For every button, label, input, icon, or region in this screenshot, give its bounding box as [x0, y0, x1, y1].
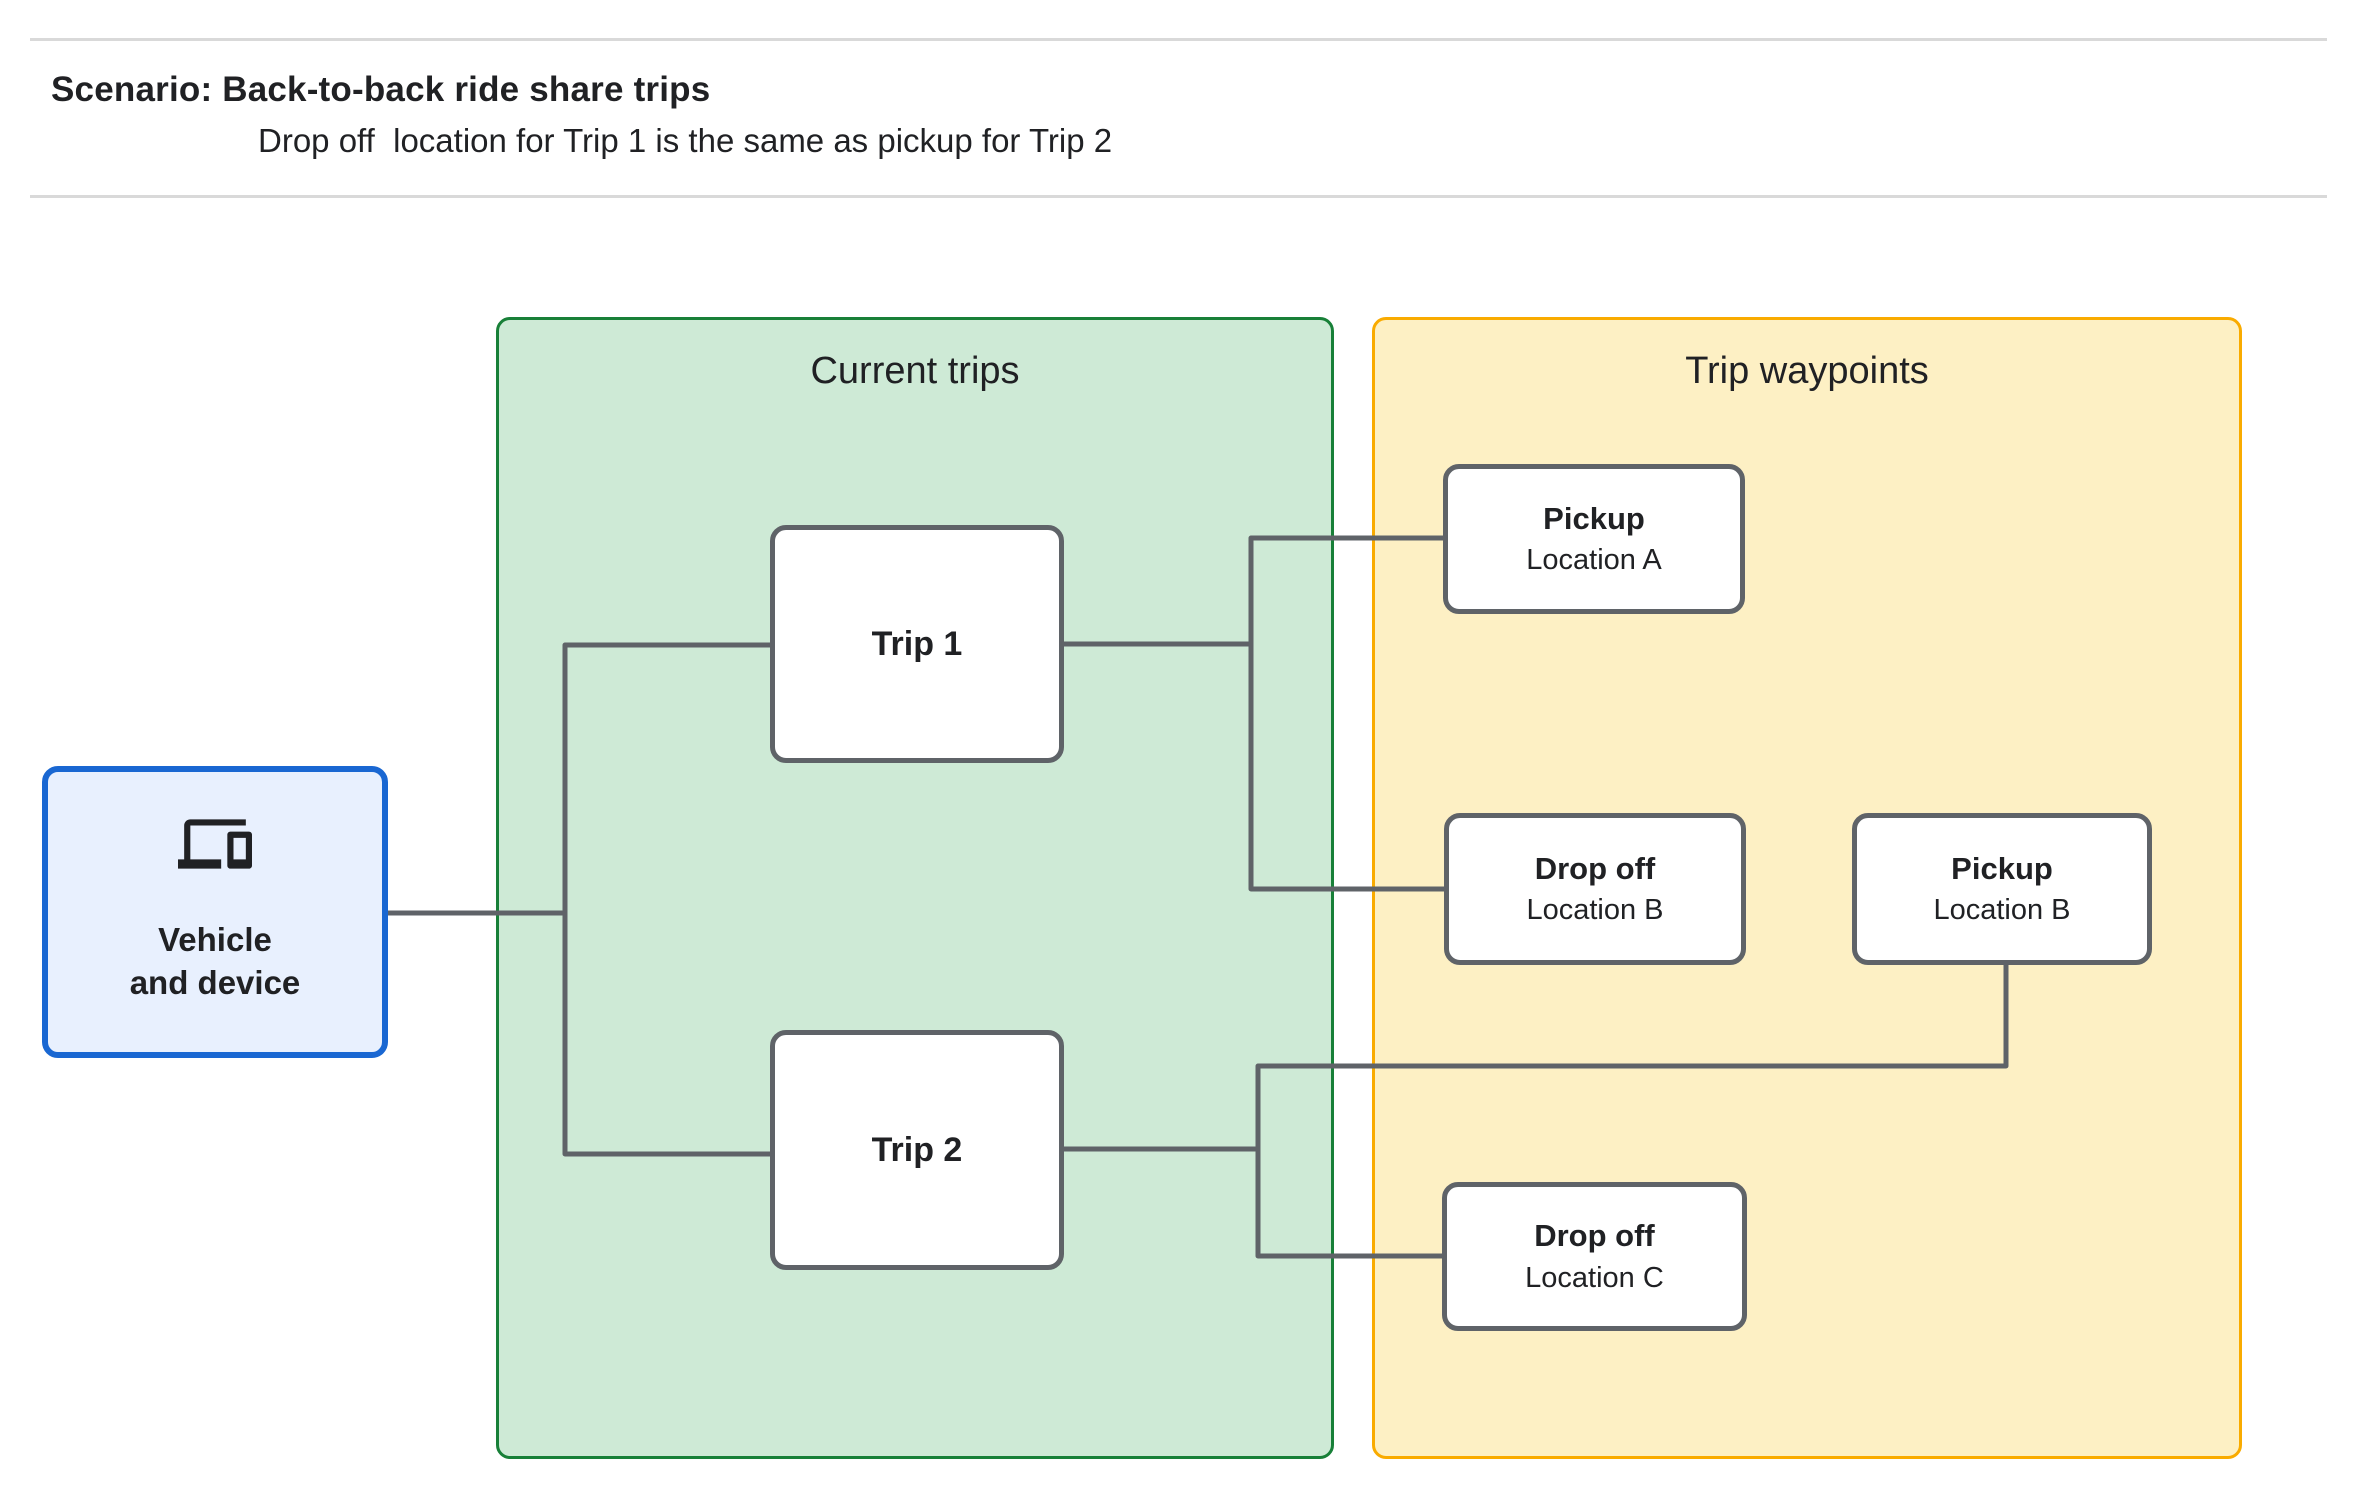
top-divider [30, 38, 2327, 41]
waypoint-location: Location A [1526, 544, 1662, 577]
waypoint-title: Drop off [1534, 850, 1656, 886]
header-divider [30, 195, 2327, 198]
trip-1-label: Trip 1 [871, 624, 963, 663]
page-subtitle: Drop off location for Trip 1 is the same… [258, 122, 1113, 159]
vehicle-label-line2: and device [129, 964, 301, 1001]
connector-trip1-to-waypoints [1064, 535, 1444, 892]
waypoint-title: Pickup [1543, 500, 1645, 536]
waypoint-pickup-location-b: Pickup Location B [1852, 813, 2152, 965]
trip-waypoints-panel-title: Trip waypoints [1685, 350, 1929, 392]
vehicle-and-device-node: Vehicle and device [42, 766, 388, 1058]
trip-1-node: Trip 1 [770, 525, 1064, 763]
page-title: Scenario: Back-to-back ride share trips [51, 70, 711, 109]
connector-trip2-to-waypoints [1064, 964, 2009, 1259]
waypoint-dropoff-location-c: Drop off Location C [1442, 1182, 1747, 1331]
devices-icon [178, 819, 252, 869]
waypoint-title: Drop off [1534, 1218, 1655, 1253]
connector-vehicle-to-trips [388, 642, 770, 1157]
waypoint-pickup-location-a: Pickup Location A [1443, 464, 1745, 614]
waypoint-location: Location B [1526, 894, 1664, 927]
waypoint-dropoff-location-b: Drop off Location B [1444, 813, 1746, 965]
waypoint-title: Pickup [1951, 850, 2053, 886]
waypoint-location: Location C [1525, 1261, 1664, 1294]
current-trips-panel-title: Current trips [810, 350, 1020, 392]
vehicle-label-line1: Vehicle [158, 921, 272, 959]
trip-2-node: Trip 2 [770, 1030, 1064, 1270]
vehicle-node-label: Vehicle and device [130, 919, 301, 1005]
trip-2-label: Trip 2 [871, 1130, 963, 1169]
waypoint-location: Location B [1933, 894, 2071, 927]
